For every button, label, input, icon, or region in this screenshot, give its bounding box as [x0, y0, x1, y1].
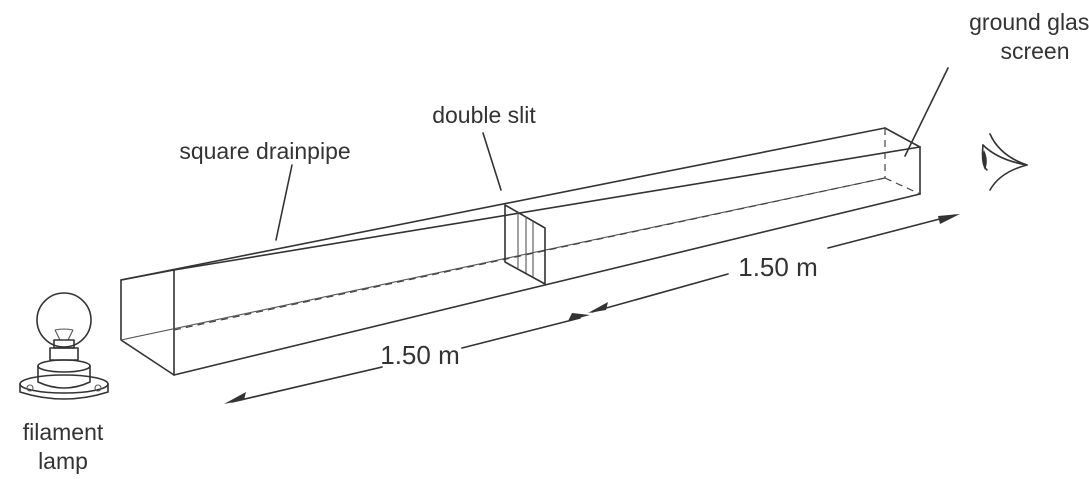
- lamp-label: lamp: [38, 448, 88, 474]
- drainpipe-near-end: [120, 269, 175, 376]
- filament-label: filament: [23, 419, 104, 445]
- drainpipe-far-top-edge: [884, 127, 921, 148]
- double-slit-label: double slit: [432, 102, 536, 128]
- ground-glass-label: ground glass: [969, 9, 1089, 35]
- eye-icon: [981, 133, 1028, 191]
- drainpipe-top-back-edge: [120, 127, 886, 281]
- drainpipe-hidden-back-bottom: [120, 177, 886, 341]
- square-drainpipe-pointer: [275, 164, 293, 241]
- drainpipe-optical-axis: [173, 177, 886, 331]
- drainpipe-far-hidden-bottom: [884, 177, 921, 195]
- ground-glass-pointer: [904, 67, 949, 157]
- dimension-arrow-first: [224, 313, 590, 404]
- square-drainpipe: [120, 127, 921, 376]
- first-distance-label: 1.50 m: [380, 340, 460, 370]
- second-distance-label: 1.50 m: [738, 252, 818, 282]
- double-slit-pointer: [482, 132, 502, 191]
- screen-label: screen: [1000, 38, 1069, 64]
- square-drainpipe-label: square drainpipe: [179, 138, 350, 164]
- dimension-arrow-second: [588, 214, 960, 313]
- double-slit-panel: [504, 204, 546, 285]
- drainpipe-top-front-edge: [173, 146, 921, 271]
- drainpipe-bottom-front-edge: [173, 193, 921, 376]
- filament-lamp-icon: [19, 292, 109, 400]
